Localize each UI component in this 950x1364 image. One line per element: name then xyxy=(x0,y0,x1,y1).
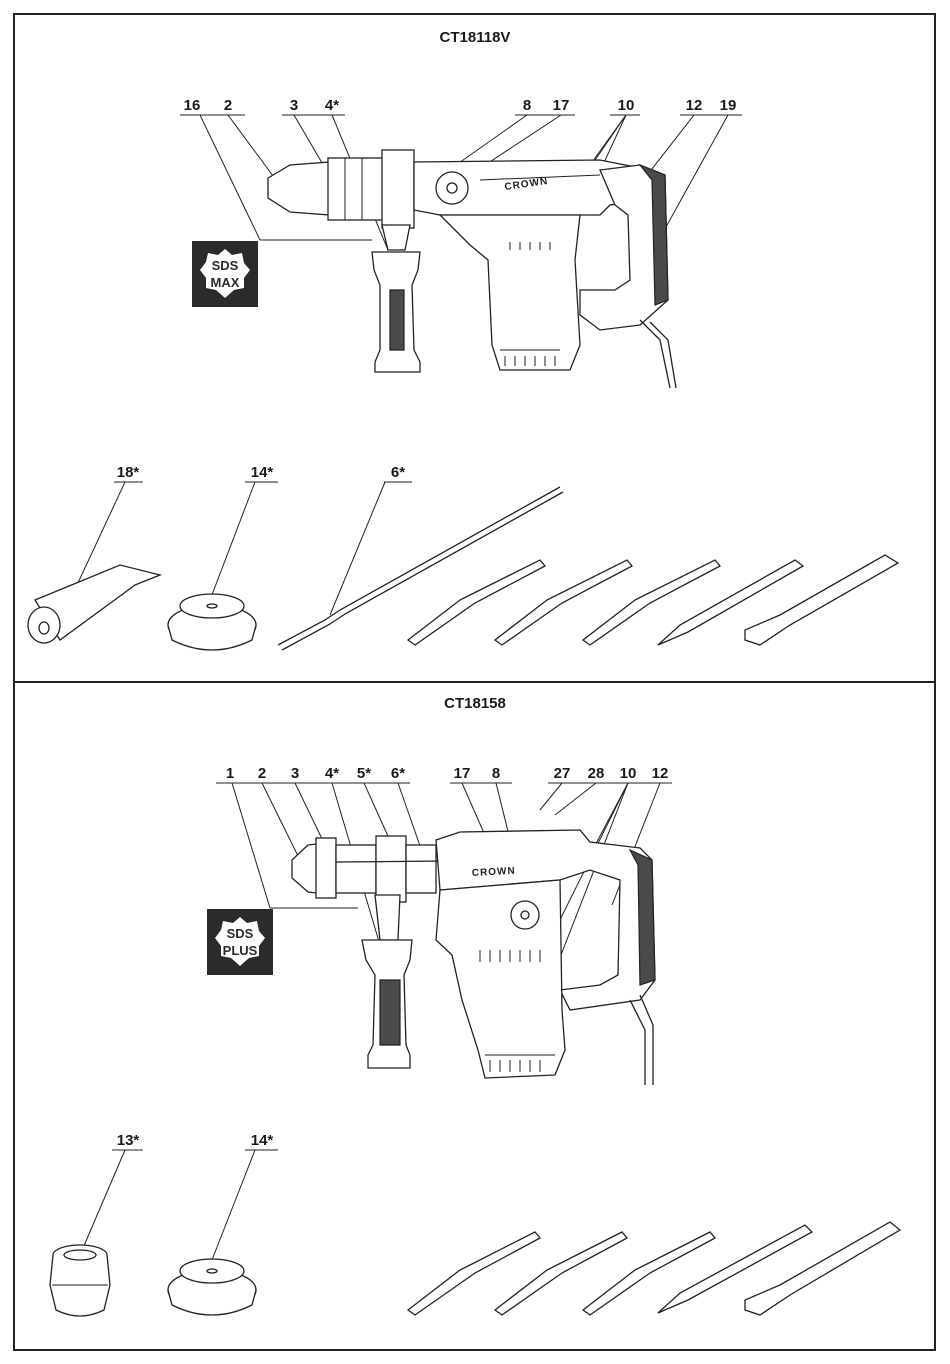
chuck-adapter xyxy=(50,1245,110,1316)
accessory-callouts-top: 18* 14* 6* xyxy=(117,464,406,481)
model-title-top: CT18118V xyxy=(440,29,511,46)
callout-label: 13* xyxy=(117,1132,140,1149)
sds-max-badge: SDS MAX xyxy=(192,241,258,307)
callout-label: 8 xyxy=(523,97,531,114)
callouts-top: 16 2 3 4* 8 17 10 12 19 xyxy=(184,97,737,114)
grease-tube xyxy=(28,565,160,643)
callout-label: 17 xyxy=(553,97,570,114)
callout-label: 3 xyxy=(290,97,298,114)
callout-label: 19 xyxy=(720,97,737,114)
panel-frame-top xyxy=(14,14,935,682)
callout-label: 16 xyxy=(184,97,201,114)
dust-cap-bottom xyxy=(168,1259,256,1315)
badge-line2: MAX xyxy=(211,275,240,290)
callout-label: 2 xyxy=(258,765,266,782)
drill-bits-bottom xyxy=(408,1222,900,1315)
callout-label: 10 xyxy=(620,765,637,782)
callout-label: 6* xyxy=(391,765,405,782)
badge-line1: SDS xyxy=(212,258,239,273)
badge-line1: SDS xyxy=(227,926,254,941)
callout-label: 14* xyxy=(251,1132,274,1149)
callout-label: 4* xyxy=(325,97,339,114)
brand-label: CROWN xyxy=(472,866,516,879)
callout-label: 6* xyxy=(391,464,405,481)
callout-label: 18* xyxy=(117,464,140,481)
callout-label: 2 xyxy=(224,97,232,114)
callout-label: 28 xyxy=(588,765,605,782)
rotary-hammer-bottom: CROWN xyxy=(292,830,655,1085)
model-title-bottom: CT18158 xyxy=(444,695,506,712)
callouts-bottom: 1 2 3 4* 5* 6* 17 8 27 28 10 12 xyxy=(226,765,669,782)
callout-label: 12 xyxy=(686,97,703,114)
callout-label: 14* xyxy=(251,464,274,481)
callout-label: 1 xyxy=(226,765,234,782)
callout-label: 27 xyxy=(554,765,571,782)
callout-label: 4* xyxy=(325,765,339,782)
callout-label: 5* xyxy=(357,765,371,782)
badge-line2: PLUS xyxy=(223,943,258,958)
callout-label: 17 xyxy=(454,765,471,782)
drill-bits-top xyxy=(408,555,898,645)
dust-cap-top xyxy=(168,594,256,650)
rotary-hammer-top: CROWN xyxy=(268,150,676,388)
accessory-leaders-bottom xyxy=(80,1150,278,1265)
callout-label: 3 xyxy=(291,765,299,782)
callout-label: 8 xyxy=(492,765,500,782)
callout-label: 12 xyxy=(652,765,669,782)
sds-plus-badge: SDS PLUS xyxy=(207,909,273,975)
accessory-callouts-bottom: 13* 14* xyxy=(117,1132,274,1149)
callout-label: 10 xyxy=(618,97,635,114)
